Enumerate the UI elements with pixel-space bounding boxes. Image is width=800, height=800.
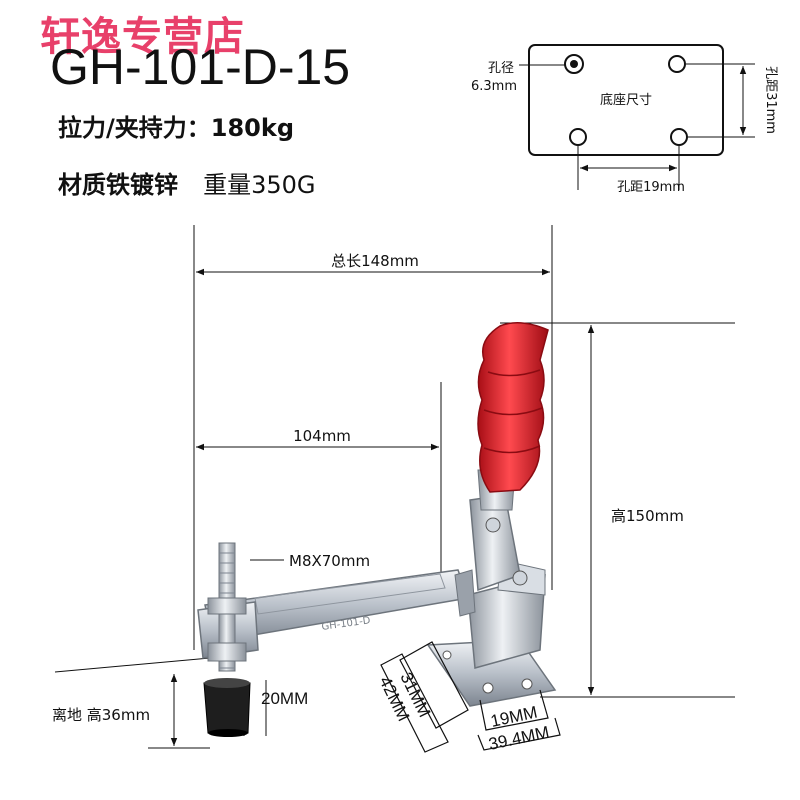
height-label: 高150mm [611, 507, 684, 525]
base-hole-icon [569, 128, 587, 146]
ground-height-label: 离地 高36mm [52, 706, 150, 724]
hole-spacing-vertical: 孔距31mm [763, 66, 778, 134]
toggle-clamp: GH-101-D [197, 322, 557, 737]
base-hole-icon [668, 55, 686, 73]
hole-diameter-label: 孔径 [488, 61, 514, 76]
red-handle-grip [477, 322, 549, 493]
hole-spacing-horizontal: 孔距19mm [617, 180, 685, 195]
base-hole-icon [670, 128, 688, 146]
base-dimensions [380, 641, 561, 753]
foot-size-label: 20MM [261, 689, 308, 708]
total-length-label: 总长148mm [331, 252, 419, 270]
dimension-lines [54, 225, 735, 749]
spindle-label: M8X70mm [289, 552, 370, 570]
material-text: 材质铁镀锌 [58, 171, 178, 199]
weight-text: 重量350G [203, 171, 316, 199]
material-spec: 材质铁镀锌 重量350G [58, 165, 315, 200]
model-title: GH-101-D-15 [50, 39, 351, 92]
hex-nut [207, 597, 247, 615]
store-name: 轩逸专营店 [40, 14, 245, 60]
force-spec: 拉力/夹持力：180kg [58, 114, 295, 142]
arm-length-label: 104mm [293, 427, 351, 445]
base-size-label: 底座尺寸 [600, 92, 652, 108]
hole-diameter-value: 6.3mm [471, 79, 517, 94]
rubber-foot [203, 682, 251, 734]
base-diagram: 孔径 6.3mm 底座尺寸 孔距31mm 孔距19mm [471, 44, 778, 195]
hex-nut [207, 642, 247, 662]
